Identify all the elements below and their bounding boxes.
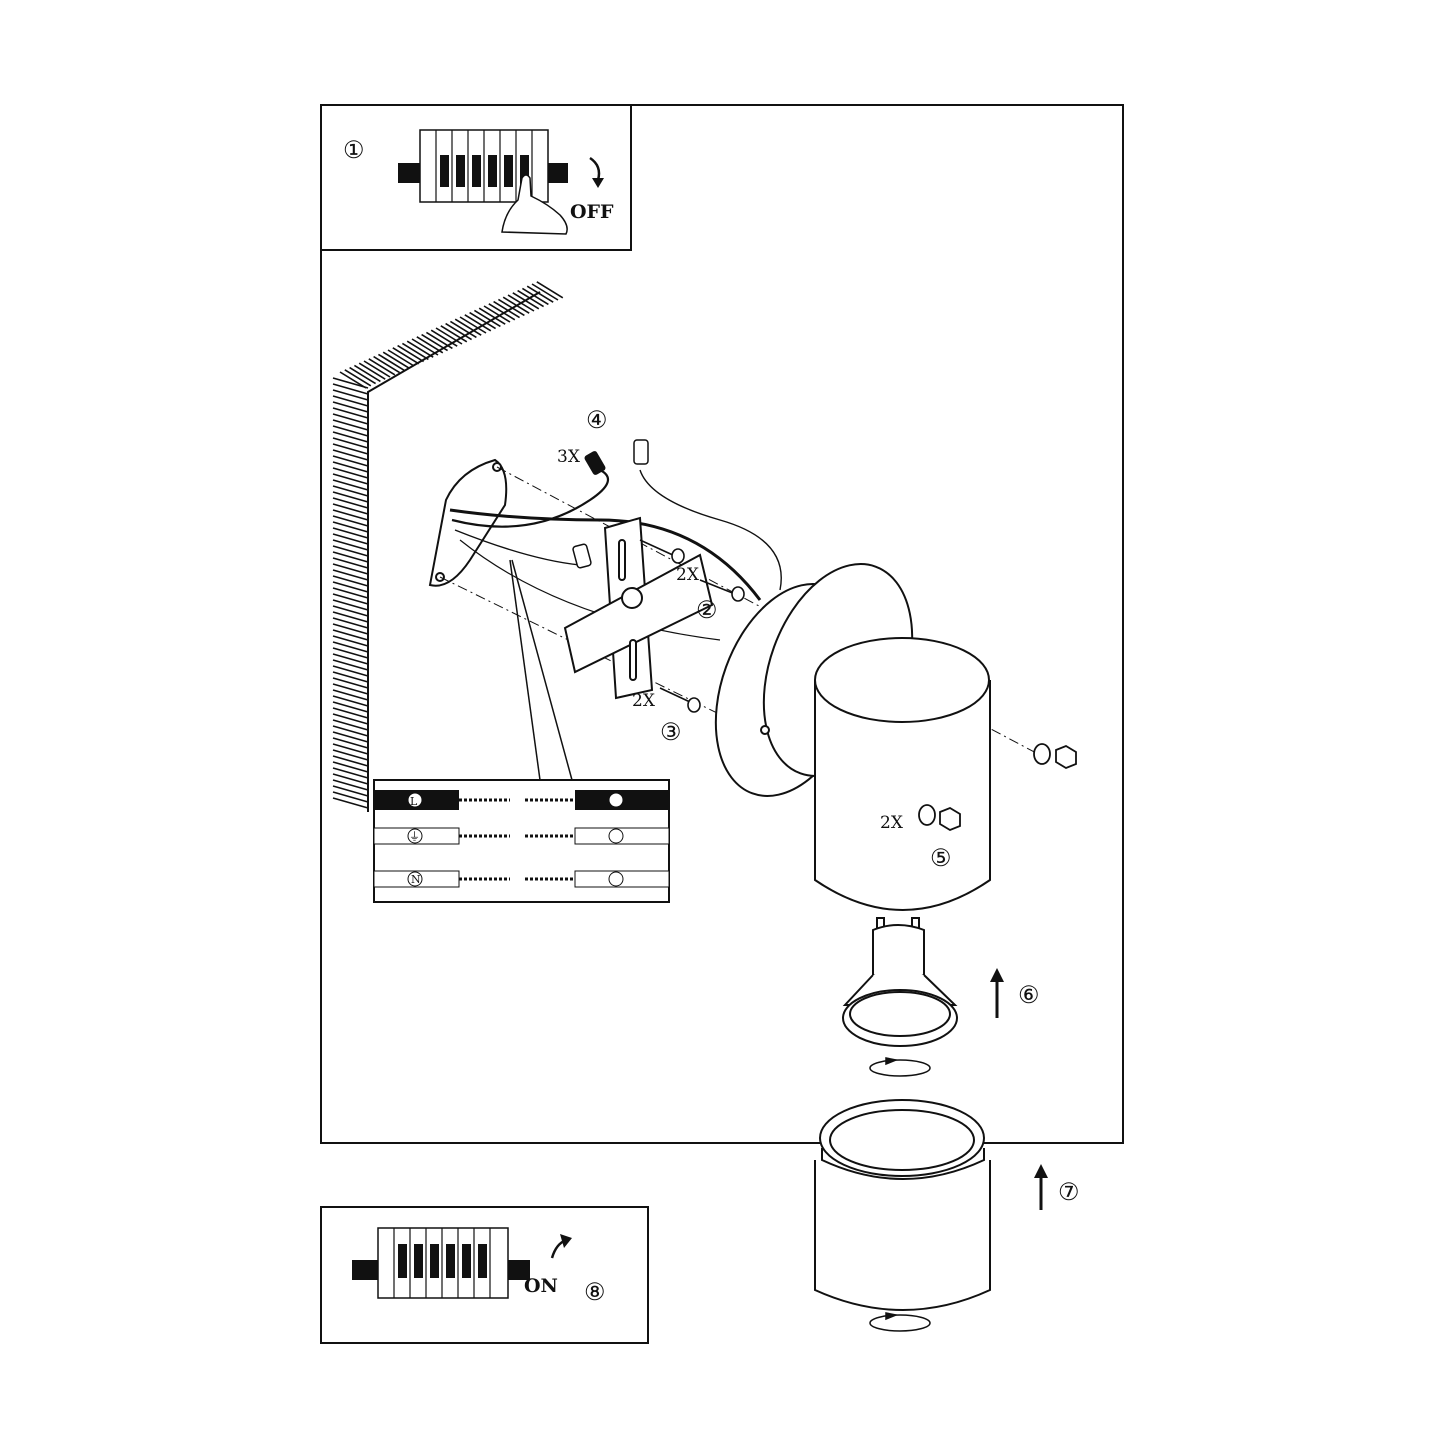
- step-2-number: ②: [696, 596, 718, 624]
- nut-washer-icon: [918, 743, 1077, 832]
- wire-nut-icon: [572, 439, 649, 569]
- outer-frame: [320, 104, 1124, 1144]
- step-1-number: ①: [343, 136, 365, 164]
- wire-row-earth: ⏚: [373, 827, 670, 845]
- breaker-panel-icon: [352, 1227, 530, 1299]
- step-7-number: ⑦: [1058, 1178, 1080, 1206]
- supply-wires: [449, 469, 782, 641]
- turn-off-arrow-icon: [589, 156, 601, 181]
- rotate-arrow-icon: [869, 1312, 931, 1332]
- screw-icon: [639, 539, 745, 713]
- rotate-arrow-icon: [869, 1057, 931, 1077]
- wall-screws-quantity: 2X: [632, 691, 656, 711]
- wire-nuts-quantity: 3X: [557, 447, 581, 467]
- neutral-symbol: N: [411, 873, 421, 886]
- step-6-number: ⑥: [1018, 981, 1040, 1009]
- bracket-screws-quantity: 2X: [676, 565, 700, 585]
- step-3-number: ③: [660, 718, 682, 746]
- step-8-panel: [320, 1206, 649, 1344]
- step-8-content: ON ⑧: [352, 1227, 606, 1306]
- live-symbol: L: [410, 795, 418, 808]
- wall-hatching: [332, 281, 564, 812]
- step-5-number: ⑤: [930, 844, 952, 872]
- hand-icon: [501, 174, 568, 235]
- off-label: OFF: [570, 201, 614, 223]
- on-label: ON: [524, 1275, 558, 1297]
- push-up-arrow-icon: [1034, 1164, 1048, 1210]
- wire-row-neutral: N: [373, 870, 670, 888]
- push-up-arrow-icon: [990, 968, 1004, 1018]
- step-8-number: ⑧: [584, 1278, 606, 1306]
- wire-row-live: L: [374, 790, 669, 810]
- wiring-detail-inset: L ⏚ N: [373, 559, 670, 903]
- fixture-head-cylinder: [814, 637, 991, 911]
- glass-cover: [814, 1099, 991, 1311]
- step-4-number: ④: [586, 406, 608, 434]
- gu10-bulb: [842, 917, 958, 1047]
- step-1-panel: ① OFF: [320, 104, 632, 251]
- earth-symbol: ⏚: [409, 830, 420, 843]
- breaker-panel-icon: [398, 129, 568, 203]
- nuts-quantity: 2X: [880, 813, 904, 833]
- cross-bracket: [563, 516, 714, 700]
